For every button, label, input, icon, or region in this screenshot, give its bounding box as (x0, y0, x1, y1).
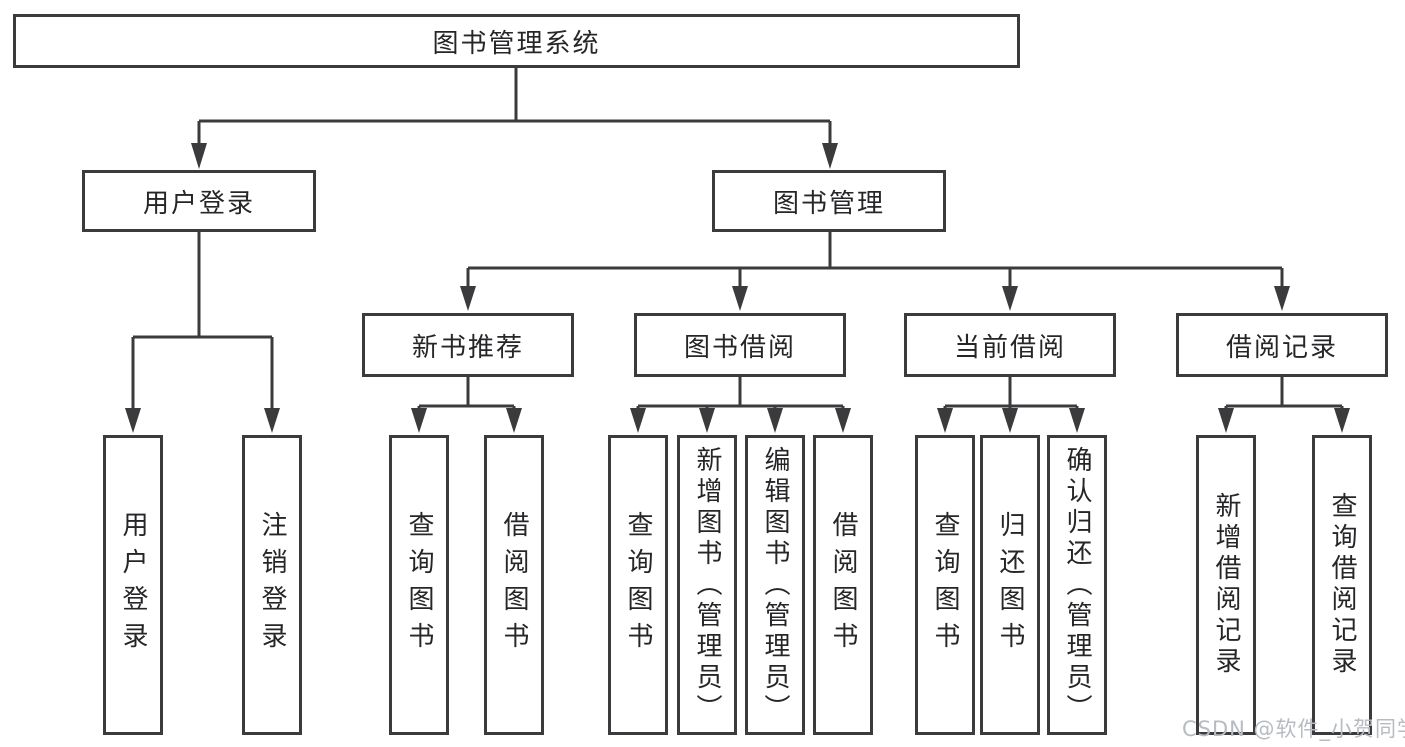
node-library-system: 图书管理系统 (13, 14, 1020, 68)
node-book-management: 图书管理 (712, 170, 946, 232)
node-new-book-recommend: 新书推荐 (362, 313, 574, 377)
leaf-borrow-edit-books-admin-label: 编辑图书（管理员） (760, 445, 790, 725)
leaf-user-login-label: 用户登录 (118, 511, 148, 659)
leaf-borrow-add-books-admin-label: 新增图书（管理员） (692, 445, 722, 725)
node-current-borrow-label: 当前借阅 (953, 332, 1066, 363)
node-library-system-label: 图书管理系统 (432, 28, 601, 59)
leaf-borrow-add-books-admin: 新增图书（管理员） (677, 435, 737, 735)
leaf-current-query-books: 查询图书 (915, 435, 975, 735)
leaf-recommend-query-books: 查询图书 (389, 435, 449, 735)
connector-borrow-records-branch (1218, 377, 1350, 433)
node-borrow-records: 借阅记录 (1176, 313, 1388, 377)
node-new-book-recommend-label: 新书推荐 (411, 332, 524, 363)
node-user-login-label: 用户登录 (142, 188, 255, 219)
leaf-recommend-query-books-label: 查询图书 (404, 511, 434, 659)
leaf-borrow-query-books: 查询图书 (608, 435, 668, 735)
connector-book-mgmt-branch (460, 232, 1290, 311)
node-book-management-label: 图书管理 (772, 188, 885, 219)
leaf-user-login: 用户登录 (103, 435, 163, 735)
leaf-logout: 注销登录 (242, 435, 302, 735)
leaf-current-return-books-label: 归还图书 (995, 511, 1025, 659)
leaf-borrow-borrow-books: 借阅图书 (813, 435, 873, 735)
node-book-borrow: 图书借阅 (634, 313, 846, 377)
connector-new-book-branch (411, 377, 522, 433)
leaf-logout-label: 注销登录 (257, 511, 287, 659)
connector-current-borrow-branch (937, 377, 1085, 433)
leaf-current-confirm-return-admin: 确认归还（管理员） (1047, 435, 1107, 735)
leaf-borrow-edit-books-admin: 编辑图书（管理员） (745, 435, 805, 735)
node-book-borrow-label: 图书借阅 (683, 332, 796, 363)
connector-root-to-level2 (191, 68, 838, 169)
leaf-current-confirm-return-admin-label: 确认归还（管理员） (1062, 445, 1092, 725)
connector-user-login-branch (125, 232, 280, 433)
watermark: CSDN @软件_小贺同学 (1182, 717, 1405, 741)
leaf-recommend-borrow-books: 借阅图书 (484, 435, 544, 735)
leaf-current-return-books: 归还图书 (980, 435, 1040, 735)
leaf-records-add-record-label: 新增借阅记录 (1211, 492, 1241, 678)
leaf-borrow-query-books-label: 查询图书 (623, 511, 653, 659)
node-user-login: 用户登录 (82, 170, 316, 232)
leaf-records-add-record: 新增借阅记录 (1196, 435, 1256, 735)
node-borrow-records-label: 借阅记录 (1225, 332, 1338, 363)
leaf-records-query-record-label: 查询借阅记录 (1327, 492, 1357, 678)
leaf-recommend-borrow-books-label: 借阅图书 (499, 511, 529, 659)
leaf-records-query-record: 查询借阅记录 (1312, 435, 1372, 735)
node-current-borrow: 当前借阅 (904, 313, 1116, 377)
leaf-current-query-books-label: 查询图书 (930, 511, 960, 659)
connector-book-borrow-branch (630, 377, 851, 433)
leaf-borrow-borrow-books-label: 借阅图书 (828, 511, 858, 659)
